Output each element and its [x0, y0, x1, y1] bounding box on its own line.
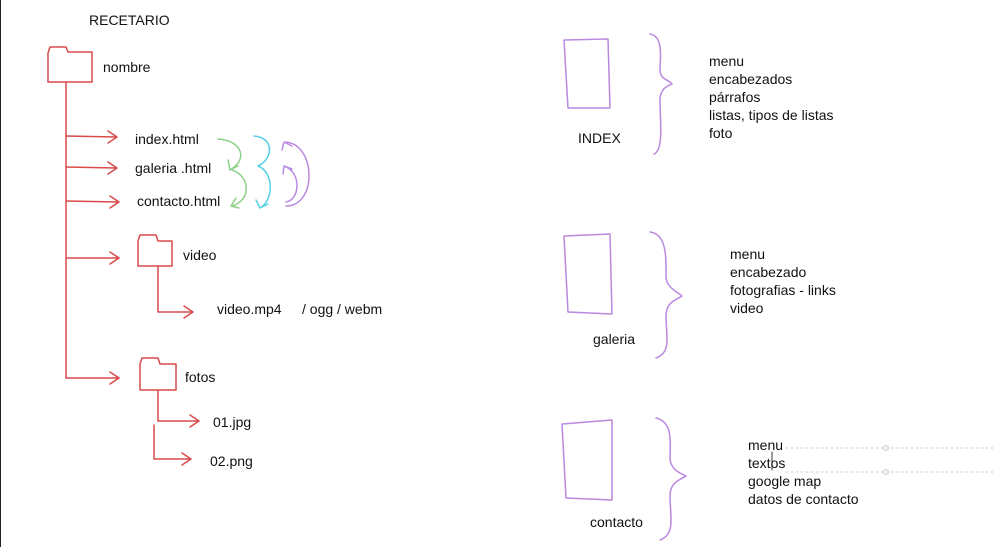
left-edge-line [0, 0, 1, 547]
guide-handle-2 [883, 469, 889, 475]
list-item: foto [709, 125, 733, 141]
list-item: listas, tipos de listas [709, 107, 834, 123]
video-formats-label: / ogg / webm [302, 301, 383, 317]
list-item: párrafos [709, 89, 761, 105]
list-item: menu [730, 246, 766, 262]
branch-videofile-arrow [157, 265, 194, 319]
foto1-file-label: 01.jpg [213, 414, 252, 430]
foto2-file-label: 02.png [210, 453, 253, 469]
contacto-page-box [561, 419, 613, 501]
list-item: encabezado [730, 264, 807, 280]
contacto-file-label: contacto.html [137, 193, 221, 209]
cyan-curved-arrow [253, 135, 271, 209]
video-folder-label: video [183, 247, 217, 263]
branch-index-arrow [65, 130, 118, 144]
branch-foto1-arrow [157, 389, 200, 428]
video-folder-icon [137, 234, 173, 267]
green-curved-arrow [217, 138, 247, 209]
list-item: google map [748, 473, 822, 489]
branch-video-arrow [65, 251, 120, 265]
index-page-label: INDEX [578, 130, 621, 146]
galeria-brace [649, 231, 683, 359]
galeria-page-label: galeria [593, 331, 636, 347]
guide-handle-1 [883, 445, 889, 451]
root-folder-icon [47, 46, 93, 83]
branch-fotos-arrow [65, 371, 120, 385]
video-file-label: video.mp4 [217, 301, 282, 317]
fotos-folder-icon [139, 357, 177, 391]
list-item: encabezados [709, 71, 793, 87]
fotos-folder-label: fotos [185, 369, 216, 385]
list-item: menu [709, 53, 745, 69]
index-content-list: menu encabezados párrafos listas, tipos … [709, 52, 834, 142]
galeria-content-list: menu encabezado fotografias - links vide… [730, 245, 836, 317]
purple-curved-arrow [281, 141, 310, 207]
contacto-brace [655, 417, 687, 541]
list-item: fotografias - links [730, 282, 836, 298]
galeria-file-label: galeria .html [135, 160, 212, 176]
branch-contacto-arrow [65, 195, 120, 209]
list-item: datos de contacto [748, 491, 859, 507]
index-brace [649, 33, 673, 155]
index-page-box [563, 38, 611, 109]
list-item: video [730, 300, 764, 316]
index-file-label: index.html [135, 131, 199, 147]
contacto-page-label: contacto [590, 514, 643, 530]
galeria-page-box [563, 233, 613, 315]
list-item: menu [748, 437, 784, 453]
branch-foto2-arrow [153, 424, 192, 466]
contacto-content-list: menu textos google map datos de contacto [748, 436, 859, 508]
list-item: textos [748, 455, 786, 471]
branch-galeria-arrow [65, 161, 118, 175]
root-folder-label: nombre [103, 59, 151, 75]
diagram-title: RECETARIO [89, 12, 170, 28]
